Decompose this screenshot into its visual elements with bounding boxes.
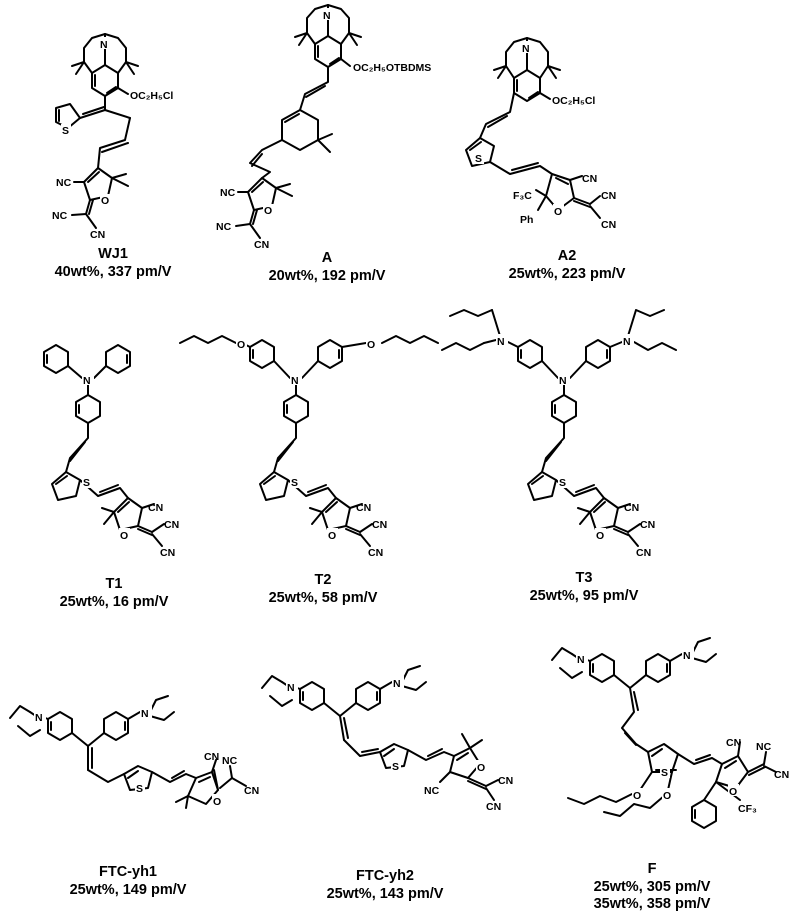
atom-cn-label: CN: [148, 502, 163, 514]
atom-n-label: N: [623, 336, 631, 348]
compound-name-label: FTC-yh2: [356, 868, 414, 884]
atom-n-label: N: [522, 43, 530, 55]
atom-cn-label: CN: [624, 502, 639, 514]
atom-o-label: O: [367, 339, 375, 351]
atom-cn-label: CN: [356, 502, 371, 514]
compound-name-label: FTC-yh1: [99, 864, 157, 880]
atom-cn-label: CN: [640, 519, 655, 531]
atom-n-label: N: [497, 336, 505, 348]
atom-s-label: S: [136, 783, 143, 795]
atom-n-label: N: [100, 39, 108, 51]
compound-data-label: 25wt%, 58 pm/V: [269, 590, 378, 606]
atom-n-label: N: [287, 682, 295, 694]
atom-o-label: O: [729, 786, 737, 798]
atom-cn-label: CN: [244, 785, 259, 797]
atom-o-label: O: [477, 762, 485, 774]
atom-nc-label: NC: [220, 187, 236, 199]
atom-f3c-label: F₃C: [513, 190, 532, 202]
atom-o-label: O: [120, 530, 128, 542]
atom-n-label: N: [323, 10, 331, 22]
compound-data-label: 40wt%, 337 pm/V: [55, 264, 172, 280]
atom-ph-label: Ph: [520, 214, 533, 226]
atom-n-label: N: [35, 712, 43, 724]
compound-data-label: 25wt%, 143 pm/V: [327, 886, 444, 902]
atom-o-label: O: [633, 790, 641, 802]
compound-name-label: A: [322, 250, 333, 266]
atom-o-label: O: [237, 339, 245, 351]
atom-cn-label: CN: [164, 519, 179, 531]
atom-cn-label: CN: [726, 737, 741, 749]
atom-cf3-label: CF₃: [738, 803, 757, 815]
atom-n-label: N: [559, 375, 567, 387]
atom-o-label: O: [328, 530, 336, 542]
atom-cn-label: CN: [601, 190, 616, 202]
compound-f-structure: N N S O O CN NC CN O CF₃: [551, 637, 789, 829]
atom-o-label: O: [554, 206, 562, 218]
atom-cn-label: CN: [601, 219, 616, 231]
compound-ftc-yh1-structure: N N S CN NC CN O: [9, 695, 259, 809]
compound-data-label: 20wt%, 192 pm/V: [269, 268, 386, 284]
atom-nc-label: NC: [756, 741, 772, 753]
atom-n-label: N: [83, 375, 91, 387]
atom-cn-label: CN: [160, 547, 175, 559]
atom-nc-label: NC: [424, 785, 440, 797]
compound-a2-structure: N OC₂H₅Cl S CN F₃C O Ph CN CN: [465, 37, 616, 231]
atom-cn-label: CN: [372, 519, 387, 531]
compound-data-label: 35wt%, 358 pm/V: [594, 896, 711, 912]
atom-s-label: S: [475, 153, 482, 165]
atom-oc2h5cl-label: OC₂H₅Cl: [130, 90, 173, 102]
compound-ftc-yh2-structure: N N S O NC CN CN: [261, 665, 513, 813]
atom-s-label: S: [661, 767, 668, 779]
atom-o-label: O: [264, 205, 272, 217]
atom-o-label: O: [101, 195, 109, 207]
atom-n-label: N: [683, 650, 691, 662]
compound-data-label: 25wt%, 95 pm/V: [530, 588, 639, 604]
atom-nc-label: NC: [216, 221, 232, 233]
atom-cn-label: CN: [636, 547, 651, 559]
compound-t1-structure: N S CN O CN CN: [43, 344, 179, 559]
atom-cn-label: CN: [774, 769, 789, 781]
compound-captions: WJ1 40wt%, 337 pm/V A 20wt%, 192 pm/V A2…: [55, 246, 711, 912]
atom-n-label: N: [141, 708, 149, 720]
atom-cn-label: CN: [582, 173, 597, 185]
atom-o-label: O: [596, 530, 604, 542]
compound-name-label: WJ1: [98, 246, 128, 262]
atom-s-label: S: [62, 125, 69, 137]
compound-a-structure: N OC₂H₅OTBDMS O NC NC CN: [216, 4, 431, 251]
atom-oc2h5cl-label: OC₂H₅Cl: [552, 95, 595, 107]
compound-name-label: F: [648, 861, 657, 877]
compound-name-label: T2: [315, 572, 332, 588]
atom-s-label: S: [392, 761, 399, 773]
atom-cn-label: CN: [486, 801, 501, 813]
atom-n-label: N: [393, 678, 401, 690]
atom-n-label: N: [577, 654, 585, 666]
atom-cn-label: CN: [254, 239, 269, 251]
atom-nc-label: NC: [56, 177, 72, 189]
atom-cn-label: CN: [498, 775, 513, 787]
atom-s-label: S: [83, 477, 90, 489]
compound-wj1-structure: N OC₂H₅Cl S O NC NC CN: [52, 33, 173, 241]
atom-oc2h5otbdms-label: OC₂H₅OTBDMS: [353, 62, 431, 74]
compound-t3-structure: N N N S CN O CN CN: [441, 309, 677, 559]
atom-s-label: S: [291, 477, 298, 489]
compound-name-label: T3: [576, 570, 593, 586]
compound-t2-structure: O O N S CN O CN CN: [179, 335, 439, 559]
atom-cn-label: CN: [368, 547, 383, 559]
atom-nc-label: NC: [52, 210, 68, 222]
compound-data-label: 25wt%, 223 pm/V: [509, 266, 626, 282]
compound-data-label: 25wt%, 149 pm/V: [70, 882, 187, 898]
atom-cn-label: CN: [204, 751, 219, 763]
atom-nc-label: NC: [222, 755, 238, 767]
compound-name-label: T1: [106, 576, 123, 592]
atom-o-label: O: [213, 796, 221, 808]
atom-cn-label: CN: [90, 229, 105, 241]
atom-o-label: O: [663, 790, 671, 802]
compound-data-label: 25wt%, 305 pm/V: [594, 879, 711, 895]
compound-name-label: A2: [558, 248, 577, 264]
compound-data-label: 25wt%, 16 pm/V: [60, 594, 169, 610]
atom-n-label: N: [291, 375, 299, 387]
atom-s-label: S: [559, 477, 566, 489]
